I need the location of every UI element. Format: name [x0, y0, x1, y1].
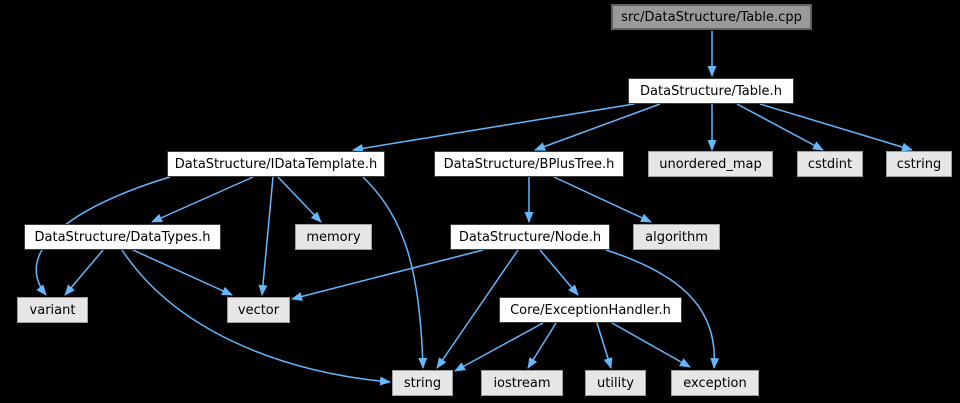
node-cstring[interactable]: cstring	[886, 151, 952, 177]
node-memory[interactable]: memory	[295, 224, 372, 250]
edge-node-h--exception	[605, 249, 720, 369]
edge-idatatemplate-h--datatypes-h	[151, 176, 254, 223]
edge-idatatemplate-h--string	[362, 176, 428, 369]
edge-exceptionhandler-h--iostream	[527, 322, 557, 369]
node-exceptionhandler-h[interactable]: Core/ExceptionHandler.h	[499, 297, 682, 323]
edge-node-h--string	[436, 249, 519, 369]
edge-table-h--cstdint	[736, 103, 824, 151]
edge-group	[35, 31, 913, 386]
node-iostream[interactable]: iostream	[481, 370, 563, 396]
node-vector[interactable]: vector	[227, 297, 290, 323]
node-exception[interactable]: exception	[671, 370, 759, 396]
edge-exceptionhandler-h--utility	[596, 322, 613, 369]
node-variant[interactable]: variant	[17, 297, 88, 323]
node-table-h[interactable]: DataStructure/Table.h	[628, 78, 794, 104]
edge-exceptionhandler-h--exception	[611, 322, 691, 368]
edge-datatypes-h--vector	[132, 249, 233, 296]
node-string[interactable]: string	[392, 370, 453, 396]
edge-idatatemplate-h--vector	[258, 176, 274, 296]
node-table-cpp: src/DataStructure/Table.cpp	[611, 4, 812, 30]
node-node-h[interactable]: DataStructure/Node.h	[450, 224, 610, 250]
edge-node-h--exceptionhandler-h	[539, 249, 579, 296]
node-algorithm[interactable]: algorithm	[633, 224, 720, 250]
edge-bplustree-h--algorithm	[553, 176, 652, 223]
edge-table-h--idatatemplate-h	[352, 103, 635, 153]
edge-datatypes-h--variant	[64, 249, 104, 296]
edge-table-h--cstring	[759, 103, 913, 152]
node-bplustree-h[interactable]: DataStructure/BPlusTree.h	[434, 151, 624, 177]
edge-table-h--bplustree-h	[534, 103, 661, 151]
edge-idatatemplate-h--memory	[277, 176, 322, 223]
node-utility[interactable]: utility	[585, 370, 646, 396]
node-idatatemplate-h[interactable]: DataStructure/IDataTemplate.h	[167, 151, 385, 177]
edge-node-h--vector	[291, 249, 484, 301]
edge-datatypes-h--string	[121, 249, 391, 386]
node-unordered-map[interactable]: unordered_map	[648, 151, 773, 177]
edge-exceptionhandler-h--string	[454, 322, 544, 372]
node-datatypes-h[interactable]: DataStructure/DataTypes.h	[24, 224, 221, 250]
node-cstdint[interactable]: cstdint	[797, 151, 863, 177]
